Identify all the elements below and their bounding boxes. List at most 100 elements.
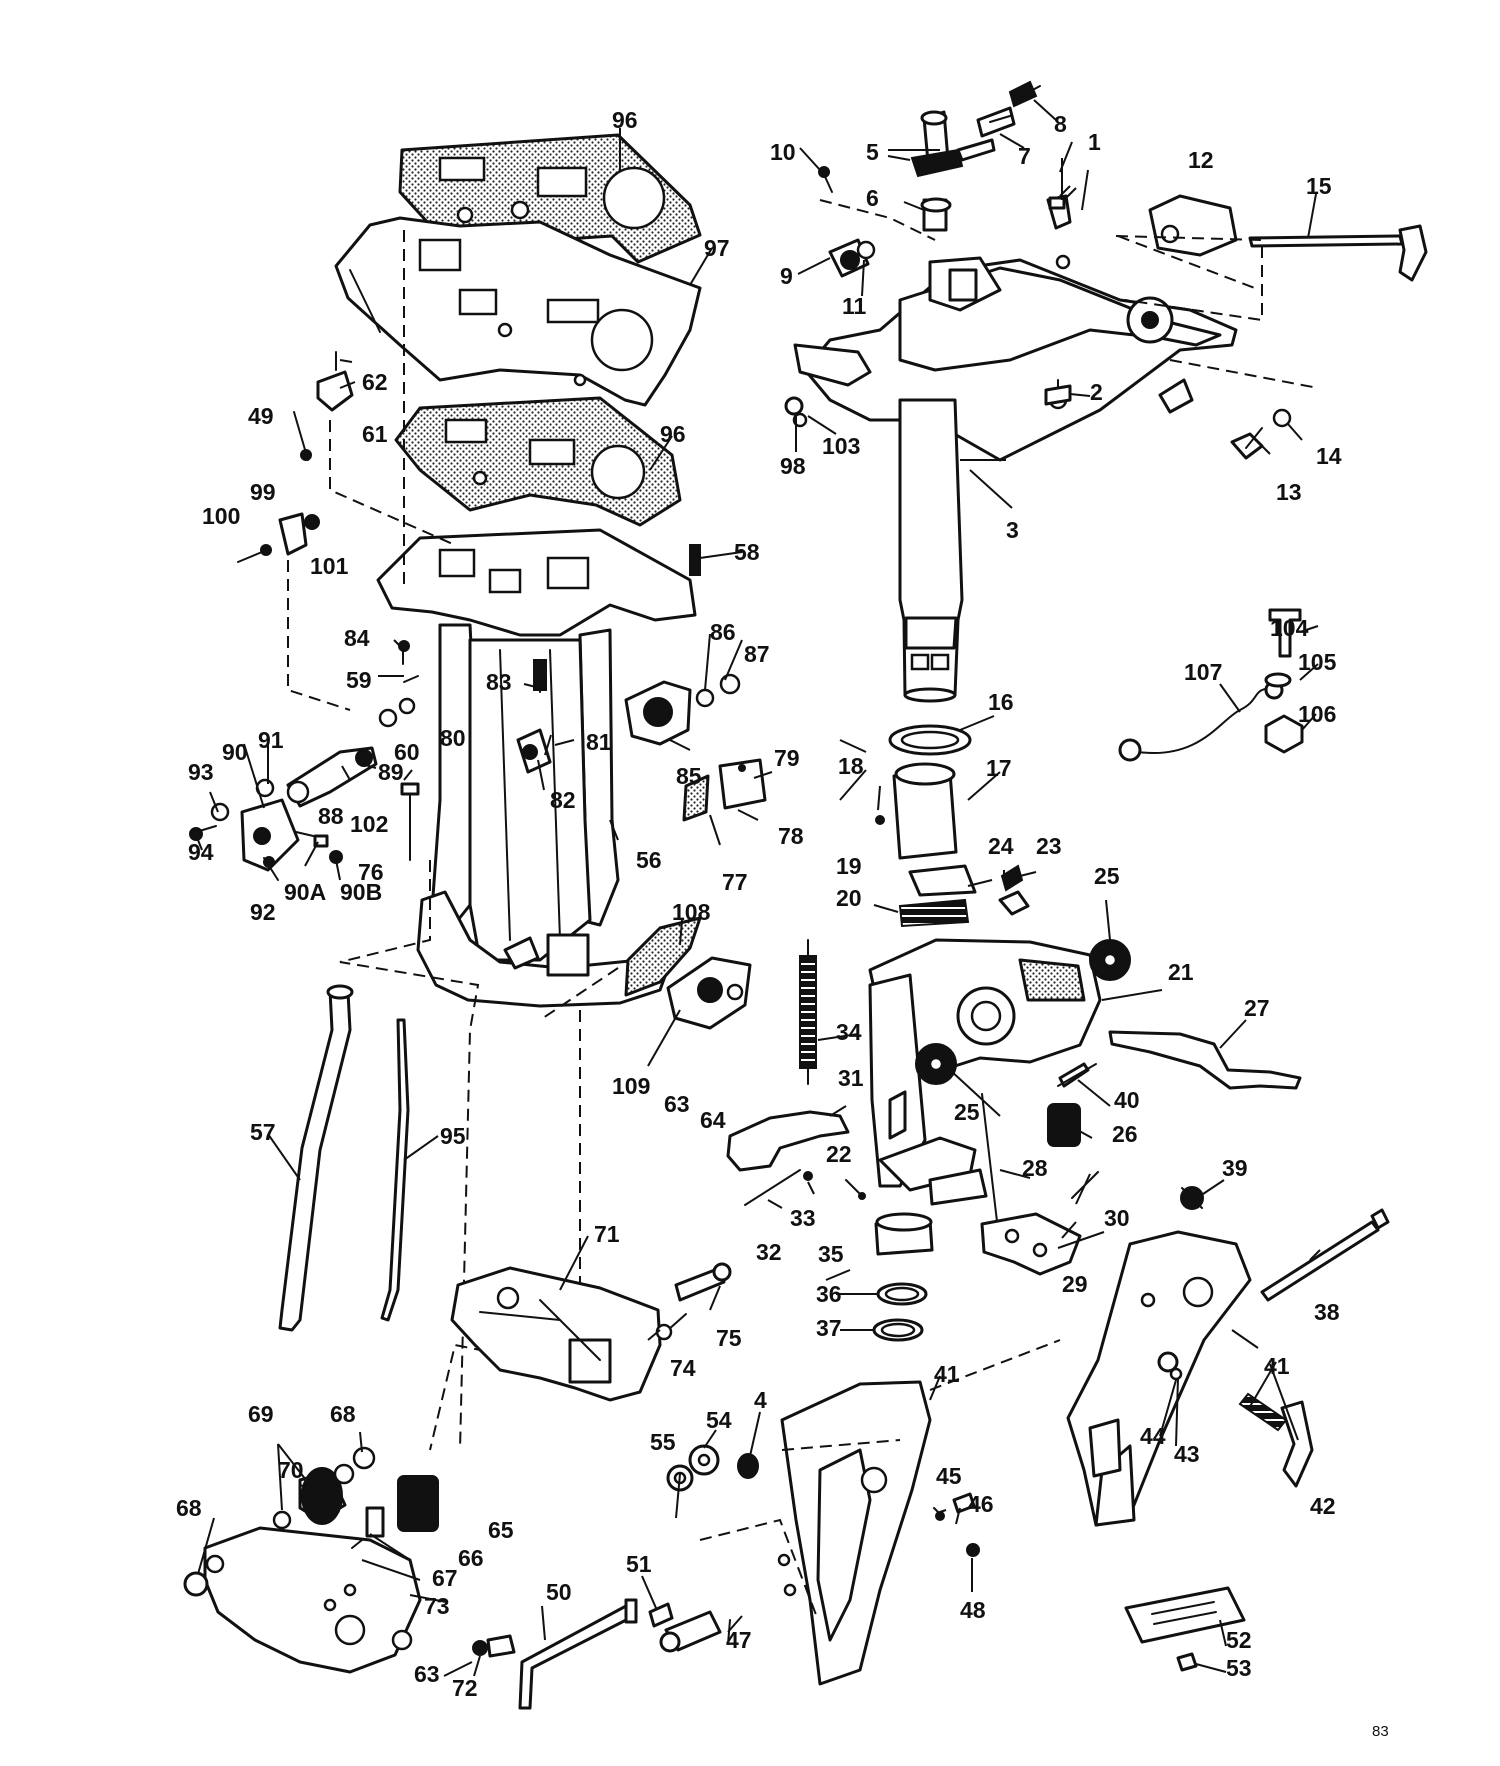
small-hardware-left: [237, 351, 767, 822]
callout-label: 99: [250, 479, 276, 505]
callout-label: 34: [836, 1019, 862, 1045]
callout-label: 40: [1114, 1087, 1140, 1113]
callout-label: 57: [250, 1119, 276, 1145]
swivel-bracket: [868, 938, 1102, 1206]
tilt-lever: [726, 1110, 866, 1206]
callout-label: 94: [188, 839, 214, 865]
callout-label: 71: [594, 1221, 620, 1247]
callout-label: 4: [754, 1387, 767, 1413]
callout-label: 54: [706, 1407, 732, 1433]
callout-label: 81: [586, 729, 612, 755]
callout-label: 30: [1104, 1205, 1130, 1231]
callout-label: 109: [612, 1073, 650, 1099]
callout-label: 79: [774, 745, 800, 771]
callout-leaders: [197, 99, 1321, 1677]
callout-label: 16: [988, 689, 1014, 715]
callout-label: 58: [734, 539, 760, 565]
callout-label: 7: [1018, 143, 1031, 169]
callout-label: 102: [350, 811, 388, 837]
callout-label: 74: [670, 1355, 696, 1381]
callout-label: 14: [1316, 443, 1342, 469]
callout-label: 25: [1094, 863, 1120, 889]
callout-label: 61: [362, 421, 388, 447]
callout-label: 37: [816, 1315, 842, 1341]
water-tube: [278, 984, 354, 1332]
callout-label: 19: [836, 853, 862, 879]
callout-label: 3: [1006, 517, 1019, 543]
callout-label: 6: [866, 185, 879, 211]
callout-label: 11: [842, 293, 867, 319]
callout-label: 65: [488, 1517, 514, 1543]
callout-label: 95: [440, 1123, 466, 1149]
callout-label: 49: [248, 403, 274, 429]
callout-label: 90: [222, 739, 248, 765]
callout-label: 47: [726, 1627, 752, 1653]
swivel-bushings: [875, 724, 977, 928]
callout-label: 63: [664, 1091, 690, 1117]
ground-strap: [1118, 608, 1304, 762]
callout-label: 72: [452, 1675, 478, 1701]
callout-label: 55: [650, 1429, 676, 1455]
callout-label: 67: [432, 1565, 458, 1591]
callout-label: 76: [358, 859, 384, 885]
adapter-plate: [334, 216, 702, 407]
callout-label: 106: [1298, 701, 1336, 727]
callout-label: 97: [704, 235, 730, 261]
callout-label: 90A: [284, 879, 326, 905]
callout-label: 66: [458, 1545, 484, 1571]
callout-label: 31: [838, 1065, 864, 1091]
callout-label: 12: [1188, 147, 1214, 173]
swivel-shaft: [898, 398, 964, 703]
callout-label: 84: [344, 625, 370, 651]
callout-label: 51: [626, 1551, 652, 1577]
callout-label: 46: [968, 1491, 994, 1517]
callout-label: 33: [790, 1205, 816, 1231]
callout-label: 22: [826, 1141, 852, 1167]
callout-label: 43: [1174, 1441, 1200, 1467]
callout-label: 53: [1226, 1655, 1252, 1681]
callout-label: 59: [346, 667, 372, 693]
lower-bushings: [872, 1212, 934, 1342]
callout-label: 1: [1088, 129, 1101, 155]
callout-label: 64: [700, 1107, 726, 1133]
callout-label: 41: [934, 1361, 960, 1387]
callout-label: 20: [836, 885, 862, 911]
callout-label: 96: [612, 107, 638, 133]
callout-label: 9: [780, 263, 793, 289]
callout-label: 21: [1168, 959, 1194, 985]
callout-label: 93: [188, 759, 214, 785]
callout-label: 25: [954, 1099, 980, 1125]
callout-label: 80: [440, 725, 466, 751]
page-number: 83: [1372, 1723, 1389, 1740]
callout-label: 8: [1054, 111, 1067, 137]
shift-lever-rod: [518, 1598, 638, 1710]
callout-label: 42: [1310, 1493, 1336, 1519]
callout-label: 56: [636, 847, 662, 873]
stern-bracket-right: [1066, 1230, 1252, 1527]
callout-label: 98: [780, 453, 806, 479]
callout-label: 105: [1298, 649, 1337, 675]
callout-label: 103: [822, 433, 860, 459]
lower-housing-cover: [450, 1266, 662, 1402]
callout-label: 87: [744, 641, 770, 667]
callout-label: 100: [202, 503, 240, 529]
callout-label: 104: [1270, 615, 1309, 641]
callout-label: 68: [330, 1401, 356, 1427]
clamp-bolt: [1260, 1208, 1390, 1302]
callout-label: 88: [318, 803, 344, 829]
steering-arm-assembly: [793, 256, 1238, 462]
callout-label: 96: [660, 421, 686, 447]
callout-label: 92: [250, 899, 276, 925]
transom-plate: [1124, 1586, 1246, 1672]
callout-labels: 1 2 3 4 5 6 7 8 9 10 11 12 13 14 15 16 1…: [176, 107, 1342, 1701]
clamp-screw: [1238, 1392, 1314, 1488]
callout-label: 35: [818, 1241, 844, 1267]
callout-label: 62: [362, 369, 388, 395]
callout-label: 60: [394, 739, 420, 765]
callout-label: 44: [1140, 1423, 1166, 1449]
callout-label: 10: [770, 139, 796, 165]
callout-label: 75: [716, 1325, 742, 1351]
callout-label: 107: [1184, 659, 1222, 685]
callout-label: 86: [710, 619, 736, 645]
bracket-cover: [203, 1526, 422, 1674]
